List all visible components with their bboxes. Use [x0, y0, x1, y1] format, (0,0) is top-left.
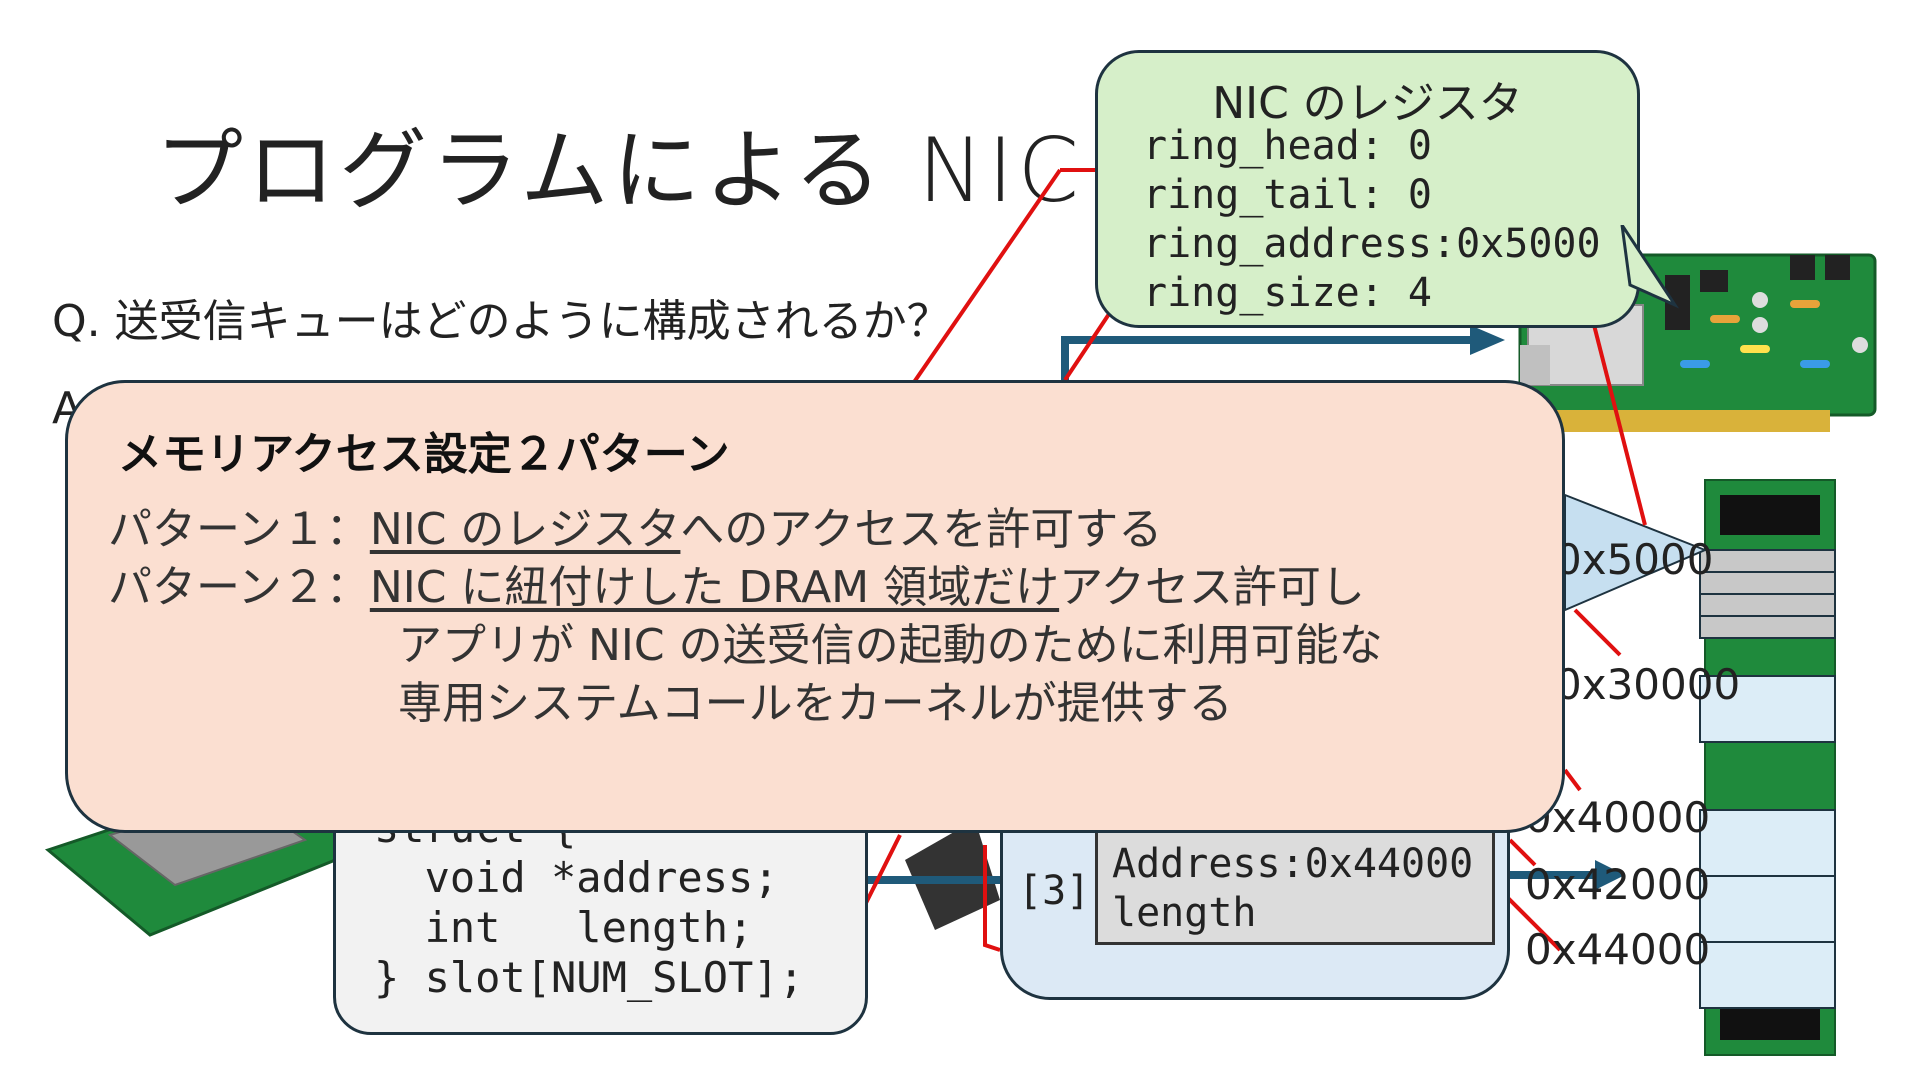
pattern-2-continuation-1: アプリが NIC の送受信の起動のために利用可能な	[398, 620, 1383, 671]
register-ring-size: ring_size: 4	[1143, 270, 1432, 316]
register-ring-tail: ring_tail: 0	[1143, 172, 1432, 218]
mem-addr-label: 0x30000	[1555, 660, 1741, 709]
code-line-3: int length;	[374, 903, 754, 952]
question-text: Q. 送受信キューはどのように構成されるか？	[52, 296, 951, 347]
pattern-1-label: パターン１：	[108, 504, 370, 555]
callout-title: メモリアクセス設定２パターン	[118, 429, 730, 480]
access-pattern-callout: メモリアクセス設定２パターン パターン１：NIC のレジスタへのアクセスを許可す…	[65, 380, 1565, 833]
slot-address: Address:0x44000	[1112, 841, 1474, 887]
chip-icon	[905, 820, 1000, 930]
pattern-1-rest: へのアクセスを許可する	[680, 504, 1163, 555]
pattern-1-underlined: NIC のレジスタ	[369, 504, 681, 555]
register-title: NIC のレジスタ	[1212, 78, 1523, 129]
slot-length: length	[1112, 890, 1257, 936]
pattern-1-line: パターン１：NIC のレジスタへのアクセスを許可する	[108, 493, 1162, 557]
slot-entry: Address:0x44000 length	[1095, 830, 1495, 945]
memory-cells	[1699, 549, 1836, 1009]
register-ring-head: ring_head: 0	[1143, 123, 1432, 169]
mem-addr-label: 0x44000	[1525, 925, 1711, 974]
nic-register-bubble: NIC のレジスタ ring_head: 0 ring_tail: 0 ring…	[1095, 50, 1640, 328]
pattern-2-rest: アクセス許可し	[1059, 562, 1365, 613]
mem-addr-label: 0x42000	[1525, 860, 1711, 909]
slot-index: [3]	[1018, 868, 1091, 914]
pattern-2-line: パターン２：NIC に紐付けした DRAM 領域だけアクセス許可し	[108, 551, 1365, 615]
code-line-2: void *address;	[374, 853, 779, 902]
code-line-4: } slot[NUM_SLOT];	[374, 953, 804, 1002]
pattern-2-continuation-2: 専用システムコールをカーネルが提供する	[398, 678, 1233, 729]
mem-addr-label: 0x5000	[1555, 535, 1714, 584]
register-ring-address: ring_address:0x5000	[1143, 221, 1601, 267]
pattern-2-underlined: NIC に紐付けした DRAM 領域だけ	[369, 562, 1060, 613]
pattern-2-label: パターン２：	[108, 562, 370, 613]
slide-title: プログラムによる NIC の	[155, 119, 1207, 222]
bubble-tail	[1620, 225, 1680, 309]
